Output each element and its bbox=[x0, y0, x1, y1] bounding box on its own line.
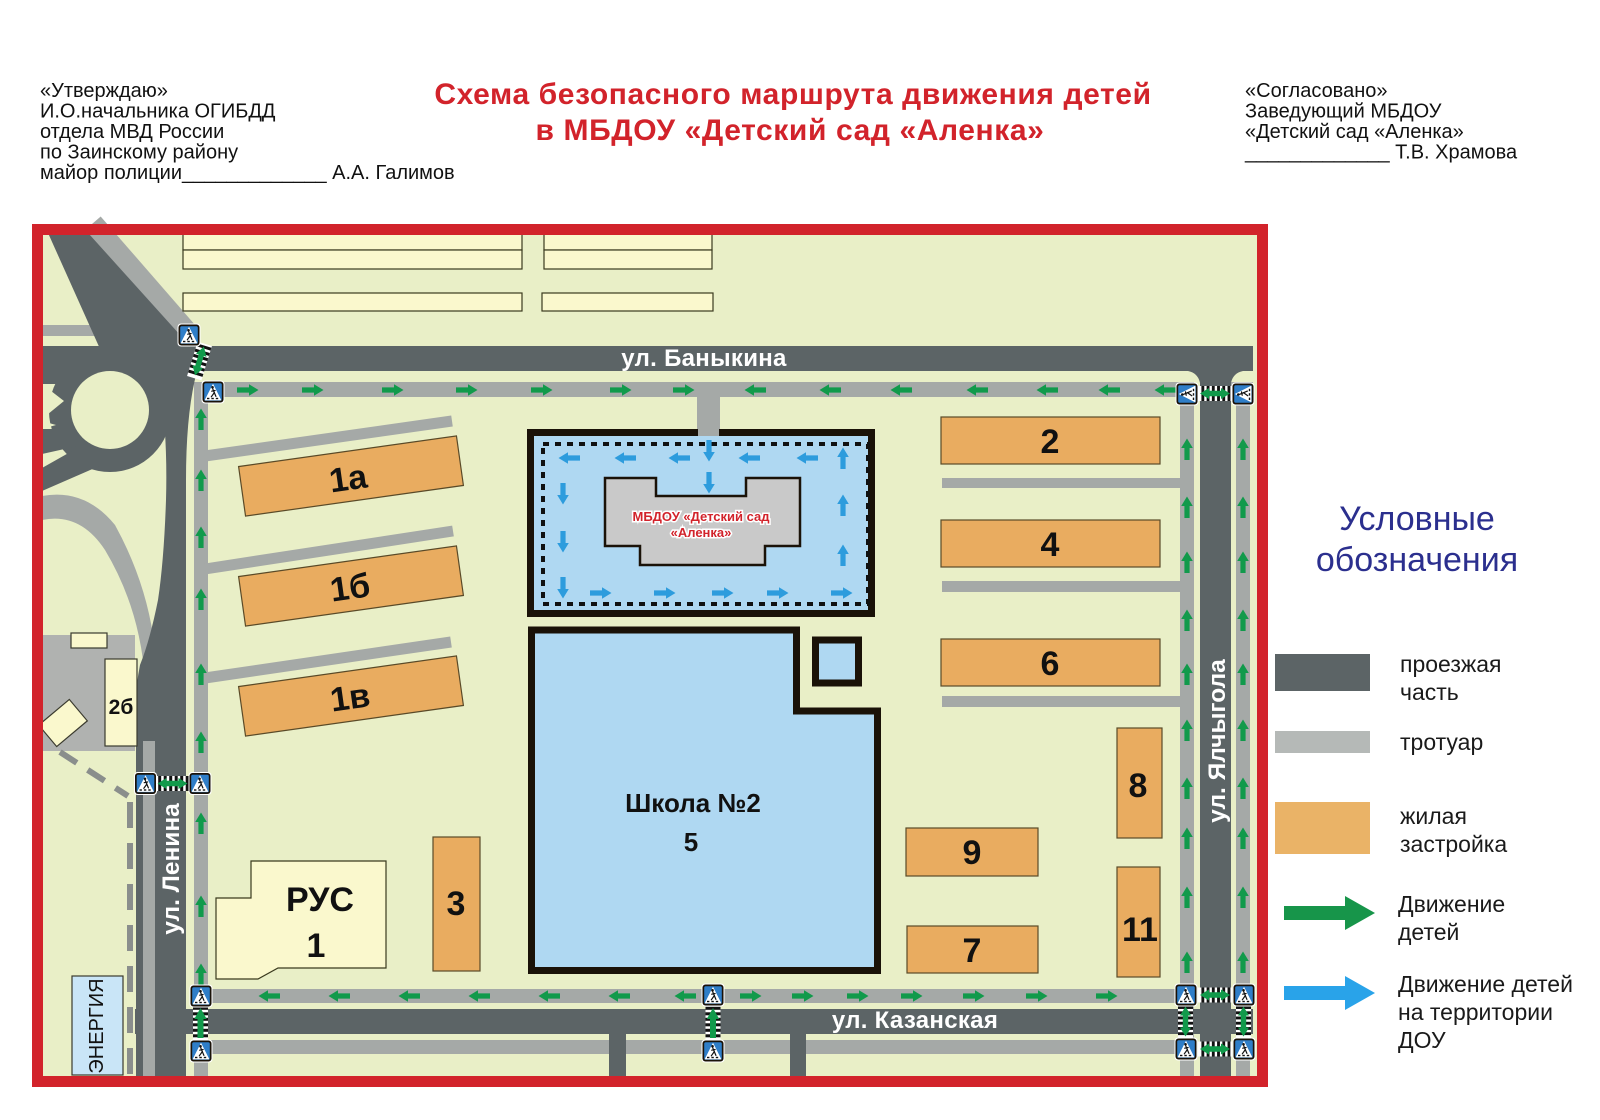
svg-text:2б: 2б bbox=[109, 696, 134, 719]
svg-text:«Согласовано»: «Согласовано» bbox=[1245, 80, 1388, 102]
svg-text:по Заинскому району: по Заинскому району bbox=[40, 142, 238, 164]
svg-text:3: 3 bbox=[447, 885, 466, 923]
svg-text:Движение детей: Движение детей bbox=[1398, 971, 1573, 997]
svg-text:6: 6 bbox=[1041, 645, 1060, 683]
svg-text:майор полиции_____________ А.А: майор полиции_____________ А.А. Галимов bbox=[40, 162, 455, 184]
svg-text:1в: 1в bbox=[328, 676, 373, 719]
svg-text:Схема безопасного маршрута дви: Схема безопасного маршрута движения дете… bbox=[434, 78, 1151, 111]
svg-text:Заведующий МБДОУ: Заведующий МБДОУ bbox=[1245, 101, 1442, 123]
svg-text:11: 11 bbox=[1122, 911, 1158, 949]
svg-text:«Детский сад «Аленка»: «Детский сад «Аленка» bbox=[1245, 121, 1464, 143]
svg-text:застройка: застройка bbox=[1400, 831, 1507, 857]
svg-text:часть: часть bbox=[1400, 679, 1459, 705]
svg-text:9: 9 bbox=[963, 834, 982, 872]
svg-text:Условные: Условные bbox=[1339, 500, 1495, 538]
svg-text:РУС: РУС bbox=[286, 881, 354, 919]
svg-text:Движение: Движение bbox=[1398, 891, 1505, 917]
svg-text:обозначения: обозначения bbox=[1316, 541, 1518, 579]
svg-text:7: 7 bbox=[963, 932, 982, 970]
svg-text:ЭНЕРГИЯ: ЭНЕРГИЯ bbox=[86, 978, 108, 1073]
svg-text:ДОУ: ДОУ bbox=[1398, 1027, 1446, 1053]
svg-text:5: 5 bbox=[684, 827, 698, 857]
svg-text:_____________ Т.В. Храмова: _____________ Т.В. Храмова bbox=[1244, 142, 1518, 164]
svg-text:ул. Ялчыгола: ул. Ялчыгола bbox=[1204, 659, 1231, 823]
svg-text:8: 8 bbox=[1129, 767, 1148, 805]
svg-text:4: 4 bbox=[1041, 526, 1060, 564]
svg-text:отдела МВД России: отдела МВД России bbox=[40, 121, 224, 143]
svg-text:в МБДОУ «Детский сад «Аленка»: в МБДОУ «Детский сад «Аленка» bbox=[536, 114, 1045, 147]
svg-text:1б: 1б bbox=[328, 566, 373, 609]
svg-text:1а: 1а bbox=[327, 457, 371, 500]
svg-text:1: 1 bbox=[307, 927, 326, 965]
svg-text:ул. Баныкина: ул. Баныкина bbox=[621, 345, 787, 372]
svg-text:ул. Ленина: ул. Ленина bbox=[158, 803, 185, 935]
svg-text:«Аленка»: «Аленка» bbox=[671, 525, 732, 540]
svg-text:МБДОУ «Детский сад: МБДОУ «Детский сад bbox=[632, 509, 770, 524]
svg-text:Школа №2: Школа №2 bbox=[625, 788, 761, 818]
svg-text:ул. Казанская: ул. Казанская bbox=[832, 1007, 998, 1034]
svg-text:«Утверждаю»: «Утверждаю» bbox=[40, 80, 168, 102]
svg-text:жилая: жилая bbox=[1400, 803, 1467, 829]
svg-text:детей: детей bbox=[1398, 919, 1459, 945]
svg-text:на территории: на территории bbox=[1398, 999, 1553, 1025]
svg-text:проезжая: проезжая bbox=[1400, 651, 1502, 677]
svg-text:И.О.начальника ОГИБДД: И.О.начальника ОГИБДД bbox=[40, 101, 276, 123]
svg-text:2: 2 bbox=[1041, 423, 1060, 461]
svg-text:тротуар: тротуар bbox=[1400, 729, 1483, 755]
